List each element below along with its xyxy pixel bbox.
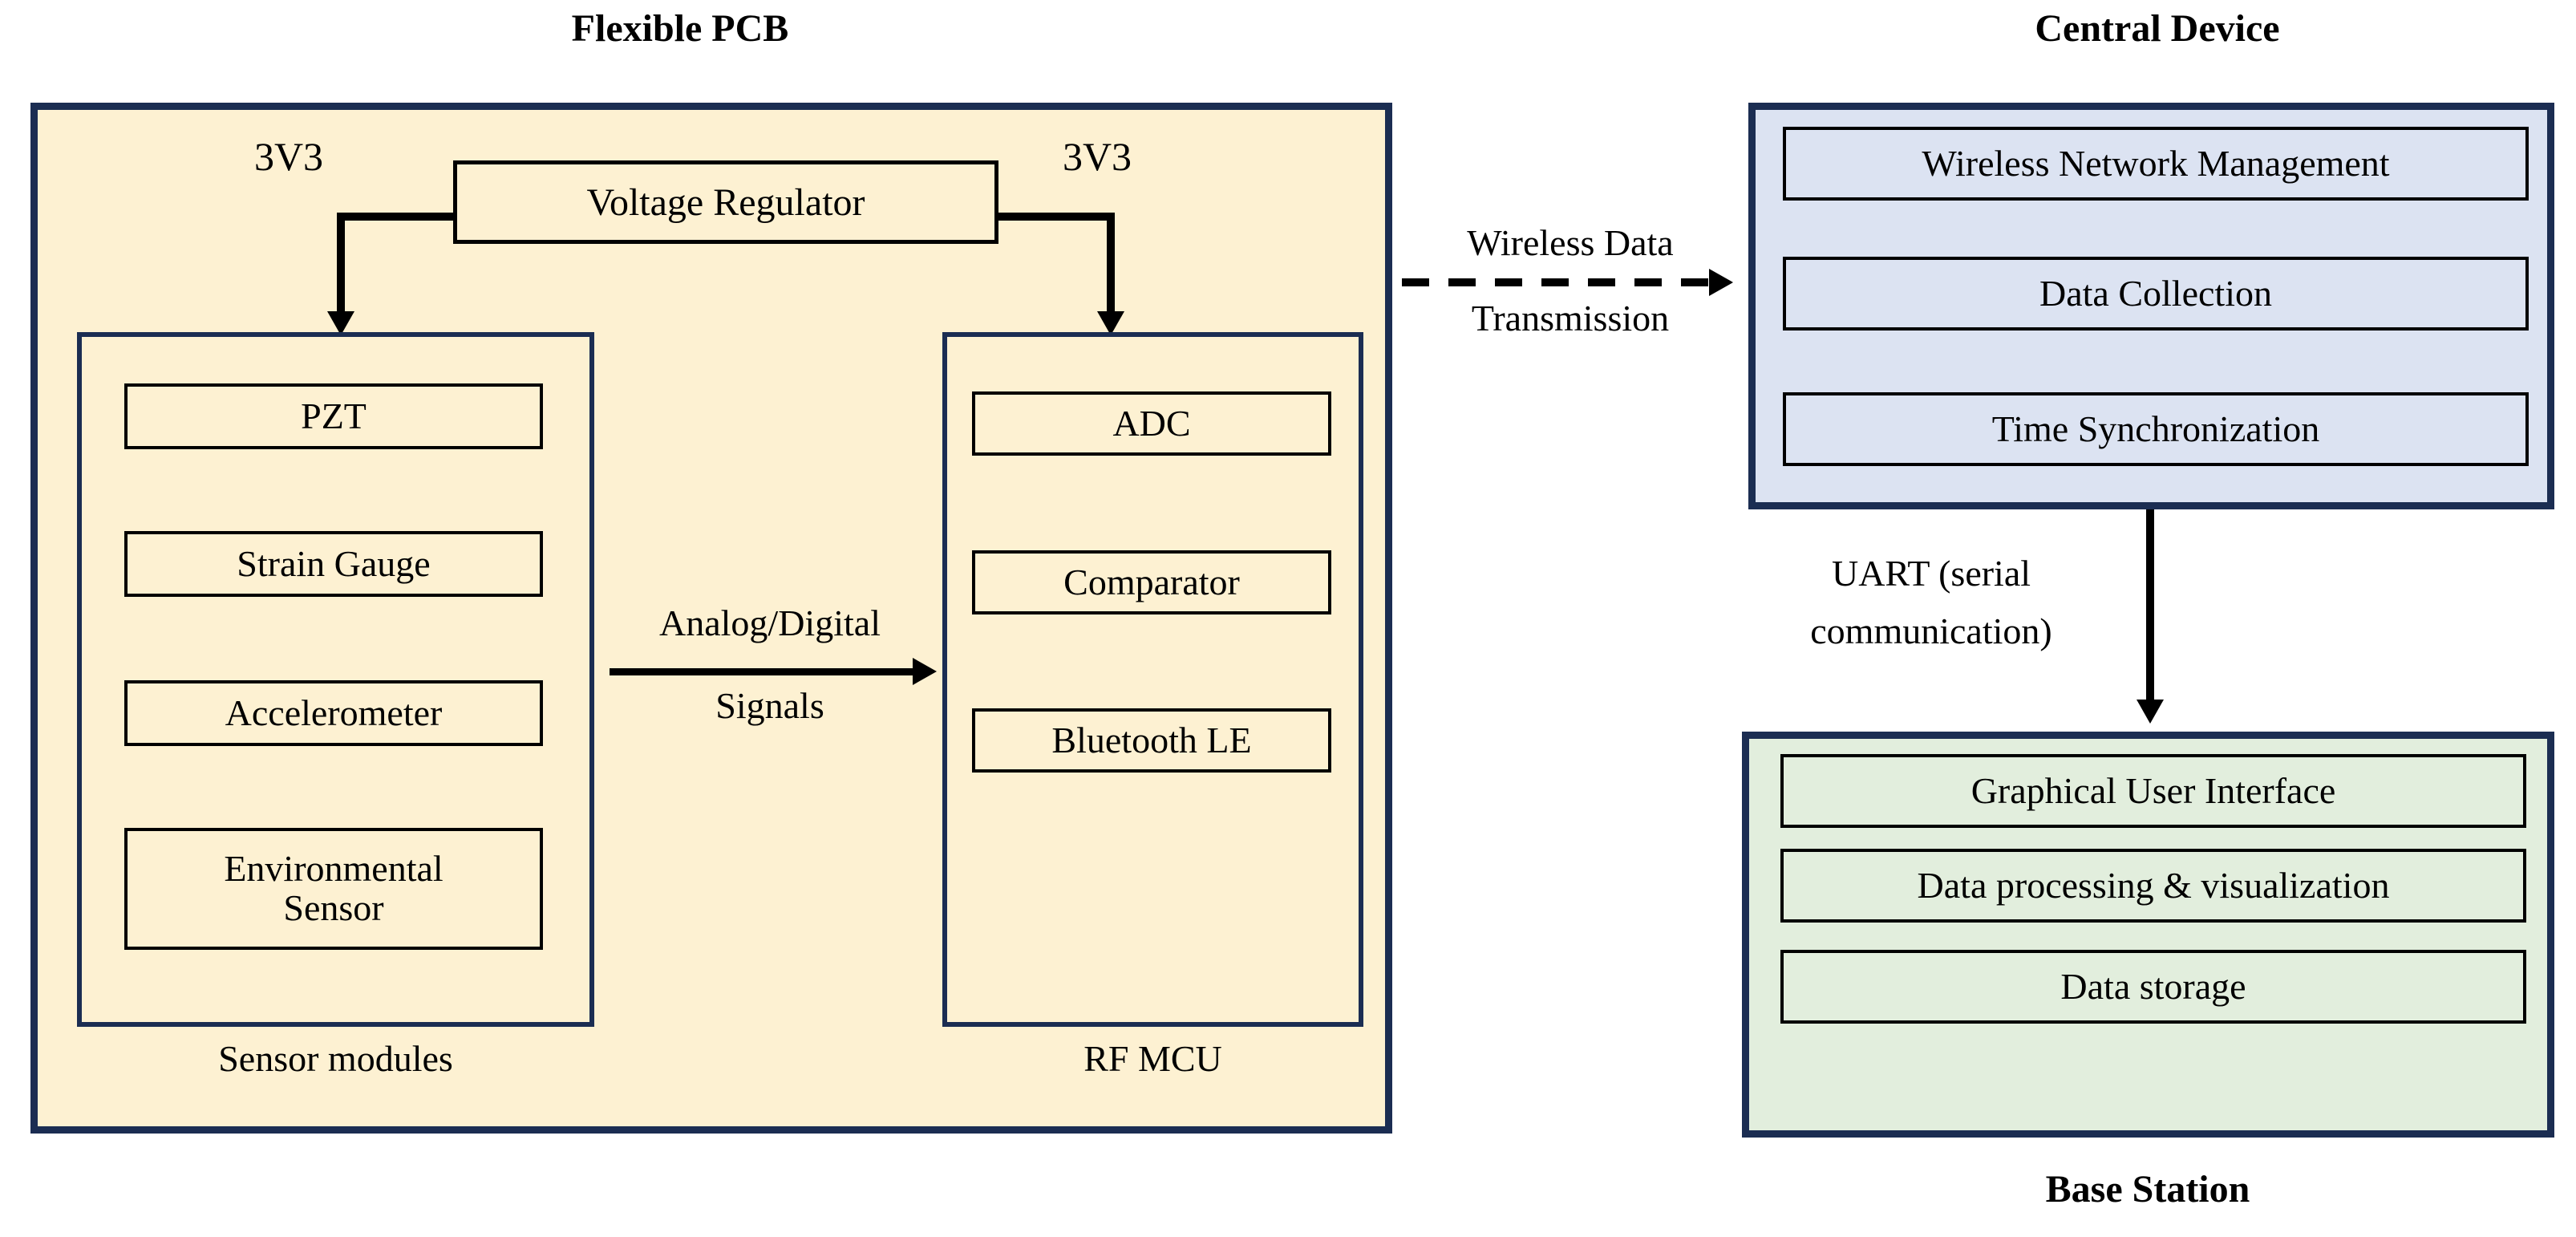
sensor-item-accelerometer-label: Accelerometer [225,692,443,733]
mcu-item-comparator-label: Comparator [1063,561,1240,602]
base-item-data-processing-visualization: Data processing & visualization [1780,849,2526,923]
power-line-left-horizontal [337,213,457,221]
sensor-item-environmental-sensor: Environmental Sensor [124,828,543,950]
rail-label-right: 3V3 [1062,134,1132,179]
rf-mcu-caption: RF MCU [1083,1038,1222,1079]
base-item-data-storage-label: Data storage [2060,965,2246,1007]
uart-line [2146,509,2154,706]
power-arrow-left [327,311,354,335]
flexible-pcb-title: Flexible PCB [571,7,789,50]
sensor-item-pzt-label: PZT [301,395,367,436]
analog-digital-line [610,668,914,675]
wireless-link-dashed-line [1402,278,1711,286]
sensor-item-strain-gauge: Strain Gauge [124,531,543,597]
sensor-modules-caption: Sensor modules [218,1038,453,1079]
analog-digital-arrow [913,658,937,685]
wireless-link-label-line1: Wireless Data [1467,222,1674,263]
base-item-data-processing-visualization-label: Data processing & visualization [1917,864,2390,906]
sensor-item-environmental-sensor-label: Environmental Sensor [224,848,444,928]
central-item-time-synchronization: Time Synchronization [1783,392,2529,466]
wireless-link-label-line2: Transmission [1471,298,1670,339]
uart-label-line2: communication) [1810,610,2052,651]
central-device-title: Central Device [2035,7,2280,50]
central-item-data-collection-label: Data Collection [2039,272,2272,314]
central-item-data-collection: Data Collection [1783,257,2529,331]
voltage-regulator-box: Voltage Regulator [453,160,998,244]
analog-digital-label-line1: Analog/Digital [659,602,881,643]
base-item-data-storage: Data storage [1780,950,2526,1024]
voltage-regulator-label: Voltage Regulator [586,180,865,224]
mcu-item-bluetooth-le: Bluetooth LE [972,708,1331,773]
base-station-title: Base Station [2045,1168,2250,1211]
base-item-graphical-user-interface: Graphical User Interface [1780,754,2526,828]
mcu-item-adc: ADC [972,391,1331,456]
power-line-left-vertical [337,213,345,317]
central-item-wireless-network-management: Wireless Network Management [1783,127,2529,201]
power-line-right-horizontal [994,213,1115,221]
sensor-item-strain-gauge-label: Strain Gauge [237,542,431,584]
mcu-item-adc-label: ADC [1112,402,1191,444]
power-line-right-vertical [1107,213,1115,317]
sensor-item-accelerometer: Accelerometer [124,680,543,746]
mcu-item-bluetooth-le-label: Bluetooth LE [1051,719,1252,760]
central-item-wireless-network-management-label: Wireless Network Management [1922,142,2390,184]
power-arrow-right [1097,311,1124,335]
base-item-graphical-user-interface-label: Graphical User Interface [1970,769,2336,811]
mcu-item-comparator: Comparator [972,550,1331,614]
central-item-time-synchronization-label: Time Synchronization [1991,408,2320,449]
wireless-link-arrow [1709,269,1733,296]
rail-label-left: 3V3 [253,134,324,179]
analog-digital-label-line2: Signals [715,685,824,726]
uart-arrow [2137,700,2164,724]
sensor-item-pzt: PZT [124,383,543,449]
uart-label-line1: UART (serial [1831,553,2031,594]
